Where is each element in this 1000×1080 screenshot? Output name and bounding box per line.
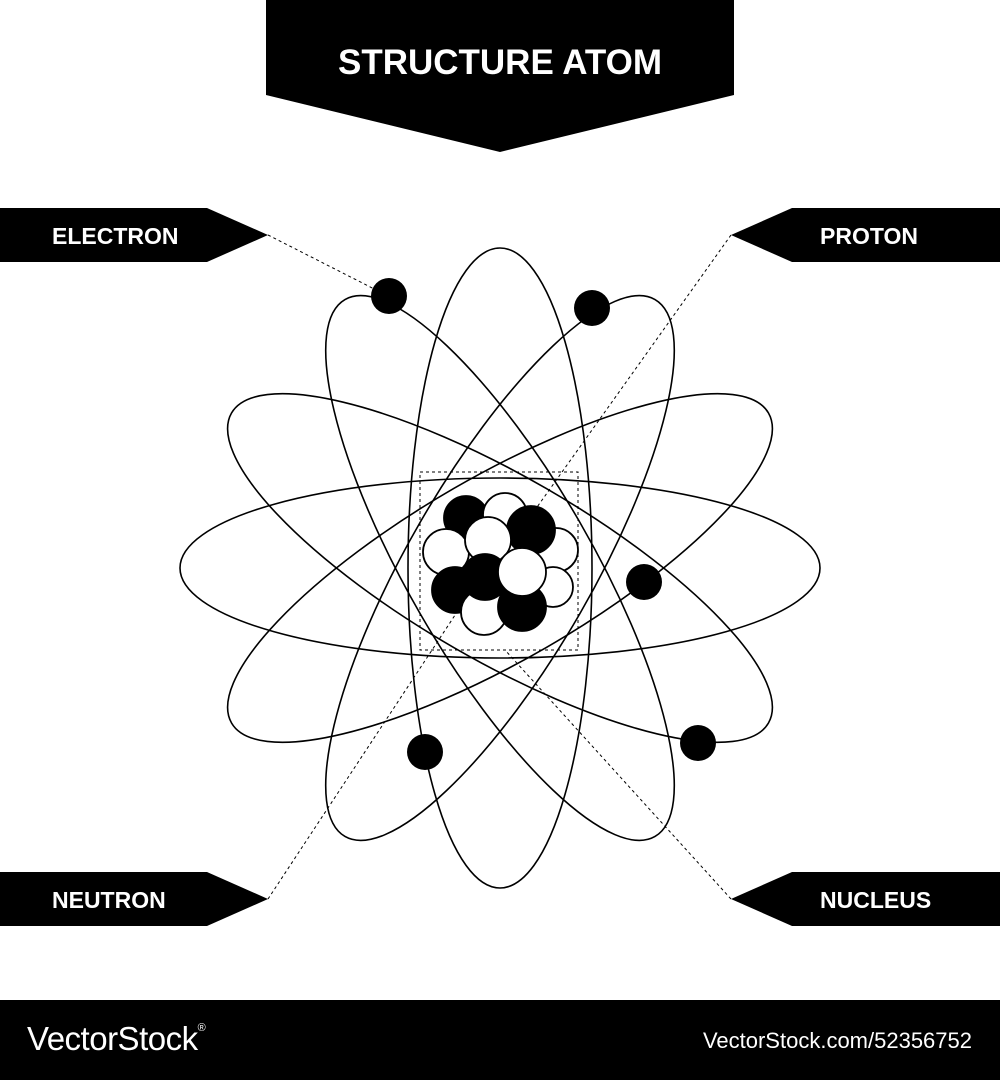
electron-label: ELECTRON [52, 223, 179, 249]
electron-dot [371, 278, 407, 314]
nucleus-tag-shape [731, 872, 1000, 926]
title-banner-shape [266, 0, 734, 152]
image-url: VectorStock.com/52356752 [702, 1028, 972, 1053]
nucleus [422, 492, 579, 636]
orbit-diagonal-4 [324, 294, 676, 842]
proton-label: PROTON [820, 223, 918, 249]
proton-particle [506, 505, 556, 555]
electron-tag-shape [0, 208, 268, 262]
electron-dot [407, 734, 443, 770]
proton-tag-shape [731, 208, 1000, 262]
neutron-label: NEUTRON [52, 887, 166, 913]
orbit-diagonal-2 [226, 392, 774, 744]
orbit-horizontal [179, 477, 821, 659]
neutron-tag-shape [0, 872, 268, 926]
electron-dot [626, 564, 662, 600]
proton-tag: PROTON [731, 208, 1000, 262]
brand-name: VectorStock [27, 1020, 198, 1057]
nucleus-label: NUCLEUS [820, 887, 931, 913]
electron-dot [574, 290, 610, 326]
nucleus-tag: NUCLEUS [731, 872, 1000, 926]
electron-leader [267, 234, 389, 297]
orbit-diagonal-1 [226, 392, 774, 744]
neutron-particle [497, 547, 547, 597]
proton-leader [509, 234, 732, 546]
atom-structure-diagram: STRUCTURE ATOM ELECTRON PROTON NEUTRON N… [0, 0, 1000, 926]
electrons [371, 278, 716, 770]
neutron-tag: NEUTRON [0, 872, 268, 926]
electron-tag: ELECTRON [0, 208, 268, 262]
page-title: STRUCTURE ATOM [338, 43, 662, 82]
neutron-leader [267, 561, 491, 900]
vectorstock-logo: VectorStock® [27, 1020, 206, 1058]
nucleus-box [419, 471, 579, 651]
electron-dot [680, 725, 716, 761]
leader-lines [267, 234, 732, 900]
nucleus-leader [504, 649, 732, 900]
registered-mark: ® [197, 1022, 206, 1034]
orbit-vertical [407, 247, 593, 889]
footer-bar: VectorStock® VectorStock.com/52356752 [0, 1000, 1000, 1080]
title-banner: STRUCTURE ATOM [266, 0, 734, 152]
